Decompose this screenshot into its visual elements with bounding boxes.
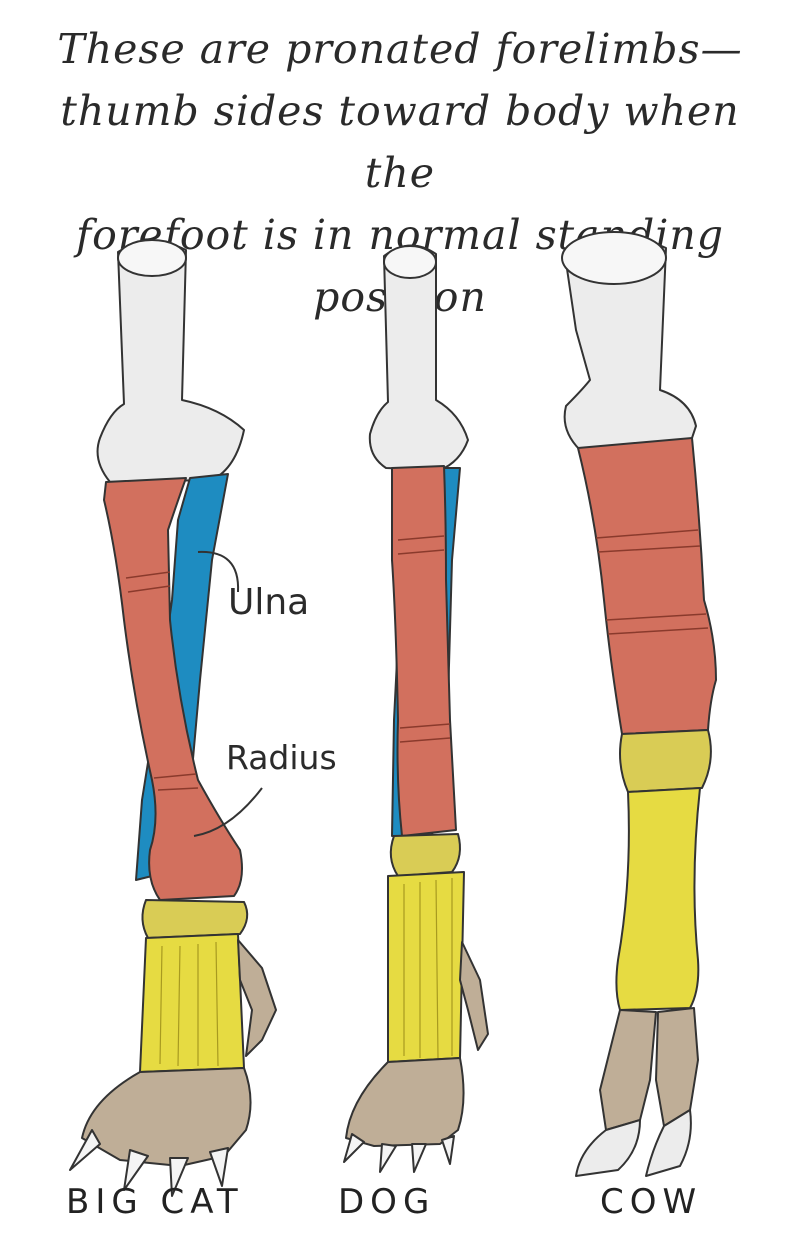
radius-leader-line xyxy=(193,787,263,837)
title-line-1: These are pronated forelimbs— xyxy=(57,25,743,73)
cat-dewclaw xyxy=(237,939,277,1057)
big-cat-forelimb xyxy=(69,239,277,1197)
dog-forelimb xyxy=(343,244,489,1173)
dog-humerus xyxy=(368,244,469,471)
cow-carpals xyxy=(619,729,712,793)
ulna-leader-line xyxy=(197,550,240,593)
dog-humerus-top xyxy=(383,245,437,279)
cow-radius xyxy=(577,437,717,735)
radius-label: Radius xyxy=(226,738,337,777)
cow-forelimb xyxy=(561,231,717,1177)
big-cat-label: BIG CAT xyxy=(66,1182,244,1222)
cow-label: COW xyxy=(600,1182,703,1222)
cat-metacarpals xyxy=(139,933,245,1073)
cow-cannon-bone xyxy=(615,787,701,1011)
dog-carpals xyxy=(389,833,461,877)
dog-dewclaw xyxy=(459,941,489,1051)
dog-label: DOG xyxy=(338,1182,436,1222)
dog-claws xyxy=(343,1133,455,1173)
cow-humerus-top xyxy=(561,231,667,285)
ulna-label: Ulna xyxy=(228,582,310,623)
title-line-2: thumb sides toward body when the xyxy=(60,87,740,197)
cow-phalanges xyxy=(599,1007,699,1131)
cow-hooves xyxy=(575,1109,692,1177)
dog-radius xyxy=(391,465,457,837)
cat-carpals xyxy=(141,899,249,939)
cat-radius xyxy=(103,477,243,901)
cat-claws xyxy=(69,1129,229,1197)
cat-humerus xyxy=(96,240,245,483)
cat-humerus-top xyxy=(117,239,187,277)
dog-phalanges xyxy=(345,1057,465,1147)
